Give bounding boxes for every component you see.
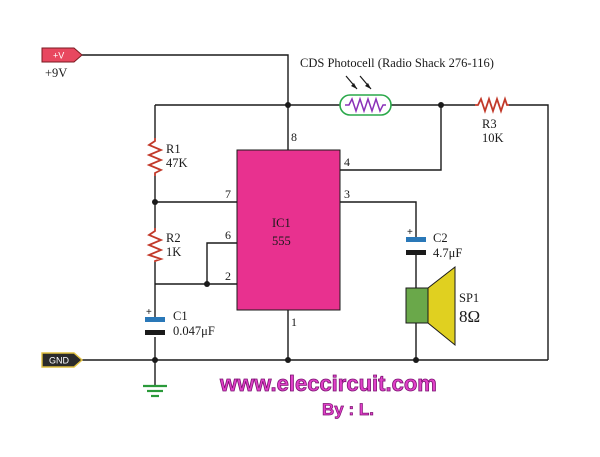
- r1-value: 47K: [166, 156, 188, 170]
- svg-text:+: +: [146, 307, 152, 318]
- c2-value: 4.7μF: [433, 246, 462, 260]
- resistor-r1: [146, 138, 164, 176]
- pin-6-label: 6: [225, 228, 231, 242]
- author-credit: By : L.: [322, 400, 374, 419]
- ground-symbol: [143, 384, 167, 398]
- pin-4-label: 4: [344, 155, 350, 169]
- pin-3-label: 3: [344, 187, 350, 201]
- capacitor-c2: +: [406, 227, 426, 255]
- c1-value: 0.047μF: [173, 324, 215, 338]
- website-credit: www.eleccircuit.com: [219, 371, 437, 396]
- speaker-value: 8Ω: [459, 307, 480, 326]
- pin-7-label: 7: [225, 187, 231, 201]
- wires: [82, 54, 549, 385]
- svg-text:+: +: [407, 227, 413, 238]
- c2-name: C2: [433, 231, 448, 245]
- power-tag-text: +V: [53, 51, 64, 61]
- ground-tag-text: GND: [49, 356, 70, 366]
- power-rail-tag: +V: [41, 47, 83, 63]
- r2-name: R2: [166, 231, 181, 245]
- ground-rail-tag: GND: [41, 352, 84, 368]
- ic-name: IC1: [272, 216, 291, 230]
- pin-2-label: 2: [225, 269, 231, 283]
- speaker-name: SP1: [459, 291, 479, 305]
- r3-value: 10K: [482, 131, 504, 145]
- c1-name: C1: [173, 309, 188, 323]
- r3-name: R3: [482, 117, 497, 131]
- power-voltage-label: +9V: [45, 66, 67, 80]
- ic1-555-chip: [236, 149, 341, 311]
- photocell-label: CDS Photocell (Radio Shack 276-116): [300, 56, 494, 70]
- r1-name: R1: [166, 142, 181, 156]
- pin-1-label: 1: [291, 315, 297, 329]
- r2-value: 1K: [166, 245, 181, 259]
- pin-8-label: 8: [291, 130, 297, 144]
- resistor-r3: [475, 96, 509, 114]
- capacitor-c1: +: [145, 307, 165, 335]
- speaker-sp1: [405, 265, 456, 347]
- resistor-r2: [146, 228, 164, 262]
- ic-part: 555: [272, 234, 291, 248]
- photocell: [339, 75, 392, 116]
- junction-dots: [152, 102, 444, 363]
